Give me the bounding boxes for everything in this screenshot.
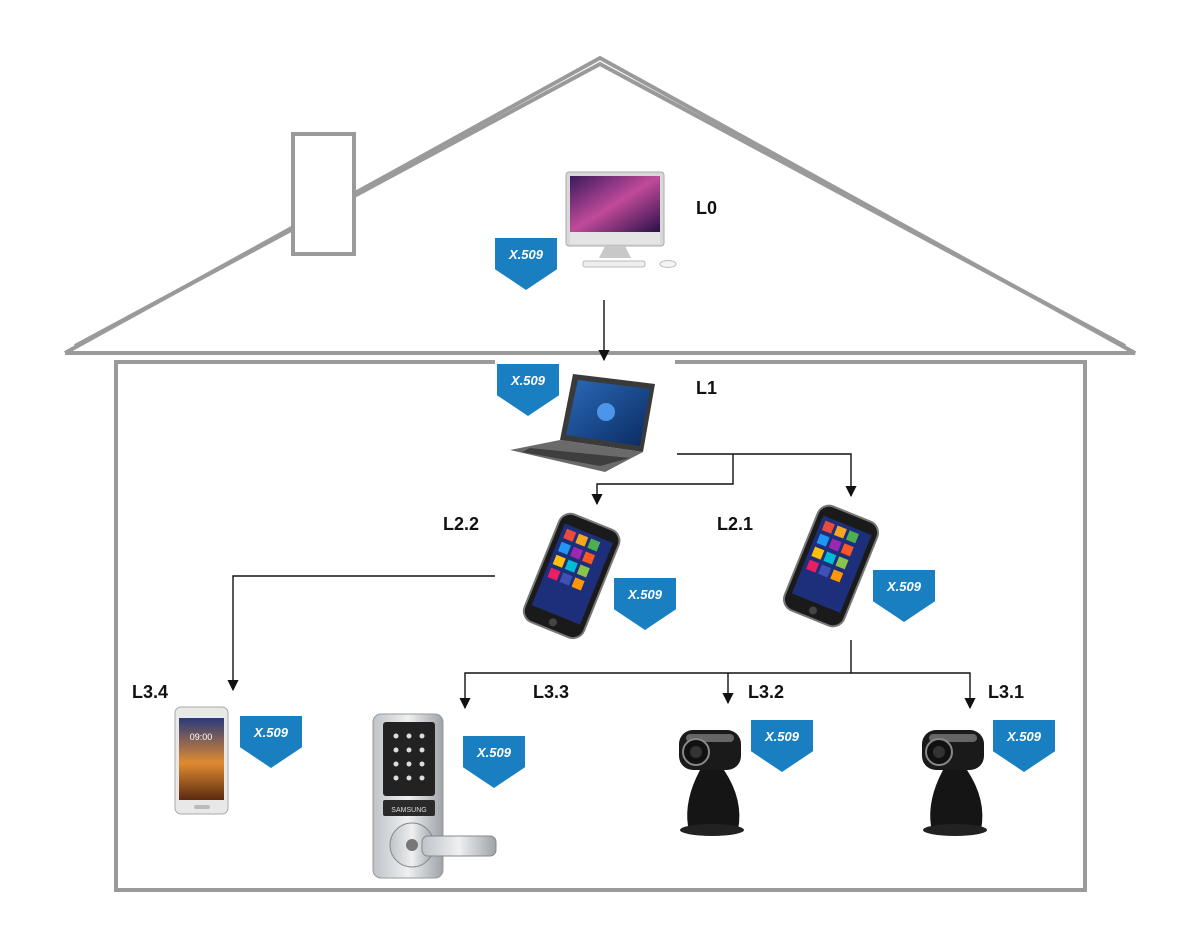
edge-l2-1-l3-1 (850, 640, 976, 710)
smart-lock-icon: SAMSUNG (372, 713, 497, 879)
smartphone-icon-l3-4: 09:00 (174, 706, 229, 815)
webcam-icon-l3-2 (679, 730, 744, 836)
connectors (227, 300, 976, 710)
level-label-l3-4: L3.4 (132, 682, 169, 702)
smartphone-icon-l2-1 (782, 504, 880, 628)
laptop-icon (510, 374, 655, 472)
smartphone-icon-l2-2 (522, 512, 621, 640)
desktop-computer-icon (565, 171, 677, 268)
roof-inner-line (74, 61, 1126, 348)
edge-l2-1-l3-3 (459, 672, 851, 710)
level-label-l3-1: L3.1 (988, 682, 1025, 702)
chimney (291, 132, 356, 256)
webcam-icon-l3-1 (922, 730, 987, 836)
level-label-l1: L1 (696, 378, 718, 398)
level-label-l3-3: L3.3 (533, 682, 570, 702)
edge-l1-split (677, 453, 857, 498)
smart-lock-brand-text: SAMSUNG (391, 807, 426, 814)
phone-time-text: 09:00 (190, 732, 213, 742)
level-label-l3-2: L3.2 (748, 682, 785, 702)
level-label-l0: L0 (696, 198, 718, 218)
edge-l1-l2-2 (591, 454, 734, 506)
level-label-l2-2: L2.2 (443, 514, 480, 534)
edge-l2-2-l3-4 (227, 575, 495, 692)
level-label-l2-1: L2.1 (717, 514, 754, 534)
